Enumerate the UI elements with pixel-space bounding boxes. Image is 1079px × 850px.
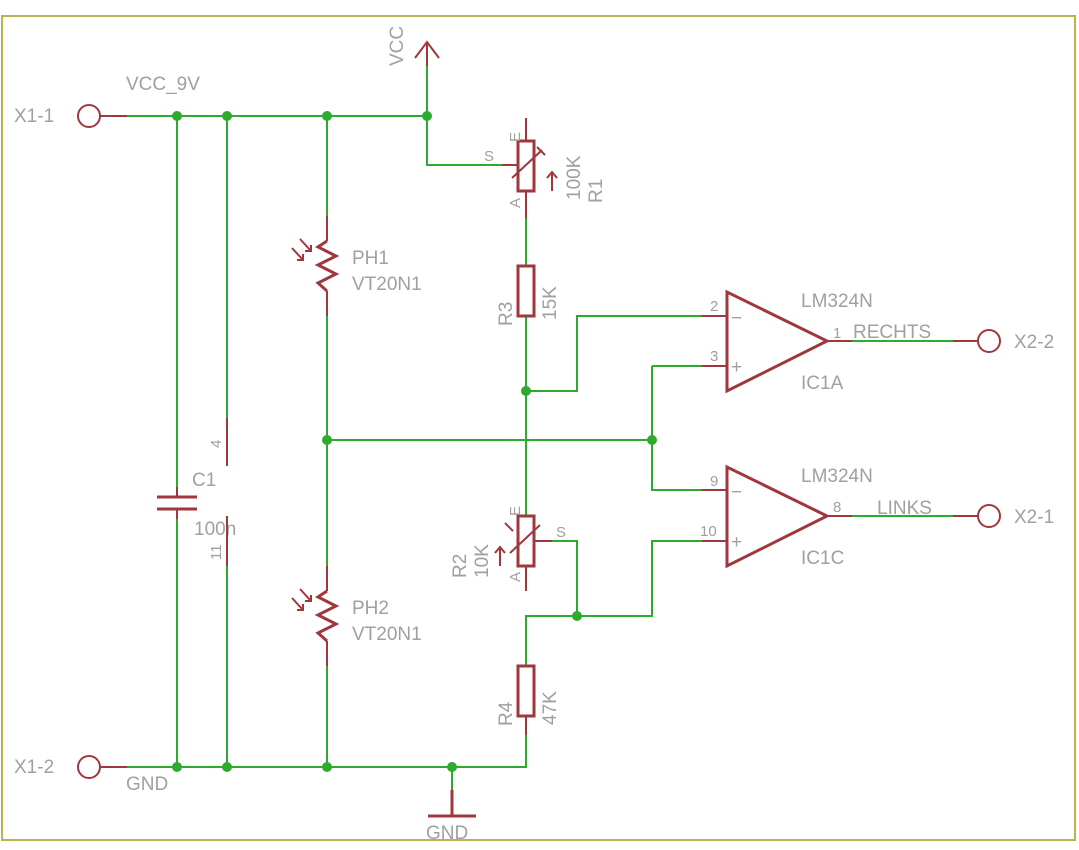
ic1a-part: LM324N xyxy=(801,291,873,312)
ic1a-minus: − xyxy=(731,308,742,329)
connector-x1-2: X1-2 xyxy=(14,755,127,779)
resistor-r4: R4 47K xyxy=(496,664,561,735)
resistor-r3: R3 15K xyxy=(496,264,561,326)
photoresistor-ph2: PH2 VT20N1 xyxy=(291,566,422,666)
potentiometer-r1: E S A 100K R1 xyxy=(484,118,607,218)
net-label-rechts: RECHTS xyxy=(853,322,931,343)
r3-name: R3 xyxy=(496,302,517,326)
capacitor-c1: C1 100n xyxy=(157,470,236,540)
ic1c-name: IC1C xyxy=(801,548,844,569)
ic1a-pin-2: 2 xyxy=(710,298,718,315)
photoresistor-ph1: PH1 VT20N1 xyxy=(291,216,422,316)
r2-pin-a: A xyxy=(507,572,524,582)
ic1a-plus: + xyxy=(731,357,742,378)
r2-pin-s: S xyxy=(556,524,566,541)
connector-x2-2-label: X2-2 xyxy=(1014,332,1054,353)
r2-name: R2 xyxy=(450,554,471,578)
ic-supply-pins: 4 11 xyxy=(208,418,228,566)
r1-pin-e: E xyxy=(507,132,524,142)
ph1-name: PH1 xyxy=(352,248,389,269)
wires xyxy=(102,64,976,792)
ic1c-plus: + xyxy=(731,532,742,553)
r1-pin-a: A xyxy=(507,198,524,208)
net-label-gnd: GND xyxy=(126,774,168,795)
gnd-symbol-label: GND xyxy=(426,823,468,844)
net-label-links: LINKS xyxy=(877,498,932,519)
ic1c-pin-10: 10 xyxy=(700,523,717,540)
net-label-vcc-9v: VCC_9V xyxy=(126,74,200,95)
potentiometer-r2: E S A R2 10K xyxy=(450,506,566,591)
ic1a-pin-1: 1 xyxy=(833,325,841,342)
r1-name: R1 xyxy=(586,179,607,203)
ic1c-pin-9: 9 xyxy=(710,473,718,490)
vcc-supply-symbol: VCC xyxy=(387,26,440,66)
connector-x1-1: X1-1 xyxy=(14,104,127,128)
r2-pin-e: E xyxy=(507,506,524,516)
junctions xyxy=(172,111,657,772)
connector-x2-2: X2-2 xyxy=(953,329,1054,353)
ic1c-part: LM324N xyxy=(801,466,873,487)
ic1c-minus: − xyxy=(731,482,742,503)
supply-pin-11: 11 xyxy=(208,544,225,560)
opamp-ic1a: − + 2 3 1 LM324N IC1A xyxy=(702,289,873,394)
c1-value: 100n xyxy=(194,519,236,540)
opamp-ic1c: − + 9 10 8 LM324N IC1C xyxy=(700,464,873,569)
ph2-value: VT20N1 xyxy=(352,624,422,645)
connector-x1-1-label: X1-1 xyxy=(14,106,54,127)
gnd-symbol: GND xyxy=(426,790,476,844)
ic1a-name: IC1A xyxy=(801,373,844,394)
r3-value: 15K xyxy=(540,286,561,320)
drawing-frame xyxy=(1,15,1076,841)
r1-value: 100K xyxy=(564,155,585,200)
supply-pin-4: 4 xyxy=(208,440,225,448)
ph1-value: VT20N1 xyxy=(352,274,422,295)
r1-pin-s: S xyxy=(484,148,494,165)
r2-value: 10K xyxy=(472,544,493,578)
ph2-name: PH2 xyxy=(352,598,389,619)
ic1a-pin-3: 3 xyxy=(710,348,718,365)
r4-value: 47K xyxy=(540,691,561,725)
c1-name: C1 xyxy=(192,470,216,491)
vcc-supply-label: VCC xyxy=(387,26,408,66)
connector-x2-1-label: X2-1 xyxy=(1014,507,1054,528)
ic1c-pin-8: 8 xyxy=(833,499,841,516)
connector-x2-1: X2-1 xyxy=(953,504,1054,528)
r4-name: R4 xyxy=(496,701,517,726)
connector-x1-2-label: X1-2 xyxy=(14,757,54,778)
